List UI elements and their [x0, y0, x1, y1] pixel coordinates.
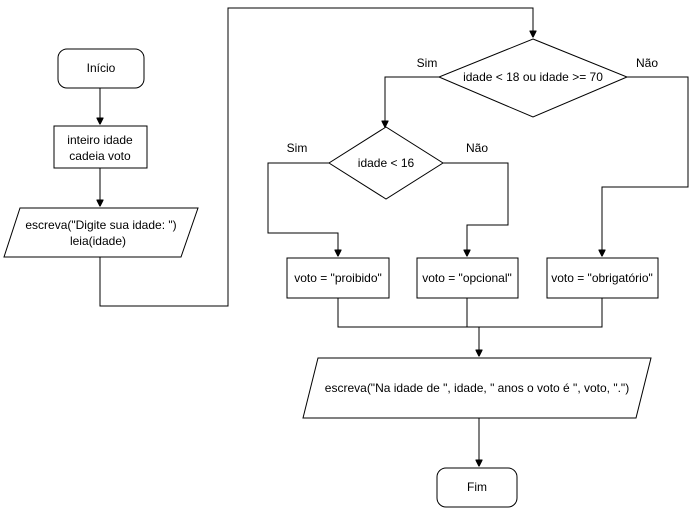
- inner-decision-node: idade < 16: [328, 126, 444, 200]
- assign-optional-node: voto = "opcional": [416, 257, 519, 299]
- edge-input-to-outer-decision: [99, 7, 533, 307]
- outer-decision-text: idade < 18 ou idade >= 70: [463, 70, 603, 84]
- declaration-line-2: cadeia voto: [69, 149, 131, 163]
- edge-inner-no: [443, 162, 509, 256]
- assign-prohibited-text: voto = "proibido": [294, 271, 382, 285]
- edge-inner-yes: [267, 162, 338, 256]
- start-node: Início: [57, 48, 145, 89]
- inner-decision-text: idade < 16: [358, 156, 415, 170]
- output-node: escreva("Na idade de ", idade, " anos o …: [302, 357, 652, 419]
- declaration-line-1: inteiro idade: [67, 133, 133, 147]
- input-line-1: escreva("Digite sua idade: "): [25, 218, 176, 232]
- assign-optional-text: voto = "opcional": [422, 271, 512, 285]
- edge-outer-no: [602, 76, 689, 256]
- end-text: Fim: [467, 480, 487, 494]
- edge-outer-yes: [385, 76, 439, 127]
- label-outer-no: Não: [636, 56, 658, 70]
- assign-mandatory-text: voto = "obrigatório": [551, 271, 653, 285]
- assign-prohibited-node: voto = "proibido": [286, 257, 390, 299]
- input-node: escreva("Digite sua idade: ") leia(idade…: [3, 207, 199, 258]
- label-outer-yes: Sim: [417, 56, 438, 70]
- input-line-2: leia(idade): [70, 234, 126, 248]
- connectors: [99, 7, 689, 466]
- label-inner-no: Não: [466, 141, 488, 155]
- start-text: Início: [87, 61, 116, 75]
- output-text: escreva("Na idade de ", idade, " anos o …: [325, 381, 629, 395]
- assign-mandatory-node: voto = "obrigatório": [546, 257, 659, 299]
- edge-merge-line: [337, 298, 603, 328]
- label-inner-yes: Sim: [287, 141, 308, 155]
- outer-decision-node: idade < 18 ou idade >= 70: [437, 38, 629, 118]
- end-node: Fim: [436, 467, 518, 508]
- declaration-node: inteiro idade cadeia voto: [53, 125, 148, 169]
